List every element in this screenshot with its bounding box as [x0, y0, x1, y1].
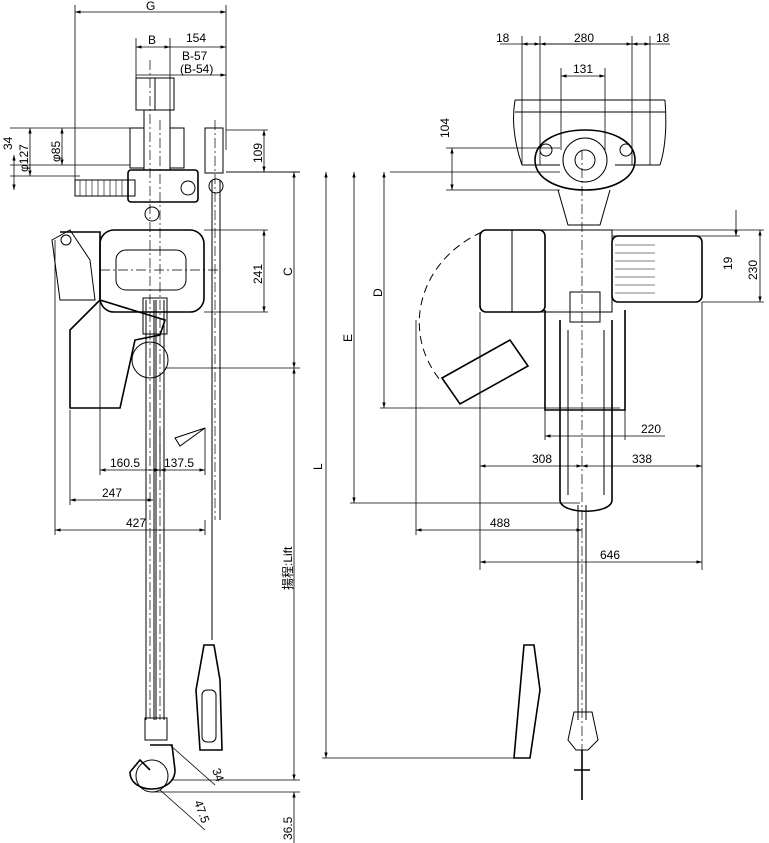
- label-137-5: 137.5: [164, 456, 194, 470]
- label-g: G: [146, 0, 155, 13]
- label-109: 109: [251, 143, 265, 163]
- label-l: L: [311, 463, 325, 470]
- label-34-hook: 34: [209, 766, 227, 784]
- label-d: D: [371, 288, 385, 297]
- label-e: E: [341, 334, 355, 342]
- label-220: 220: [641, 422, 661, 436]
- label-36-5: 36.5: [281, 816, 295, 840]
- label-34: 34: [1, 136, 15, 150]
- front-view: [322, 36, 764, 800]
- label-b: B: [148, 33, 156, 47]
- label-280: 280: [574, 31, 594, 45]
- label-b54: (B-54): [180, 62, 213, 76]
- side-view: [10, 5, 300, 843]
- label-b57: B-57: [182, 49, 208, 63]
- label-338: 338: [632, 452, 652, 466]
- label-308: 308: [532, 452, 552, 466]
- label-427: 427: [126, 516, 146, 530]
- label-lift: 揚程:Lift: [280, 546, 295, 590]
- label-230: 230: [746, 260, 760, 280]
- label-47-5: 47.5: [191, 798, 212, 825]
- label-160-5: 160.5: [110, 456, 140, 470]
- label-154: 154: [186, 31, 206, 45]
- label-488: 488: [490, 516, 510, 530]
- label-c: C: [281, 267, 295, 276]
- label-247: 247: [102, 486, 122, 500]
- label-18-right: 18: [656, 31, 670, 45]
- label-646: 646: [600, 548, 620, 562]
- label-18-left: 18: [496, 31, 510, 45]
- label-104: 104: [438, 118, 452, 138]
- label-19: 19: [721, 256, 735, 270]
- label-phi127: φ127: [17, 144, 31, 172]
- label-241: 241: [251, 264, 265, 284]
- label-131: 131: [573, 62, 593, 76]
- label-phi85: φ85: [49, 141, 63, 162]
